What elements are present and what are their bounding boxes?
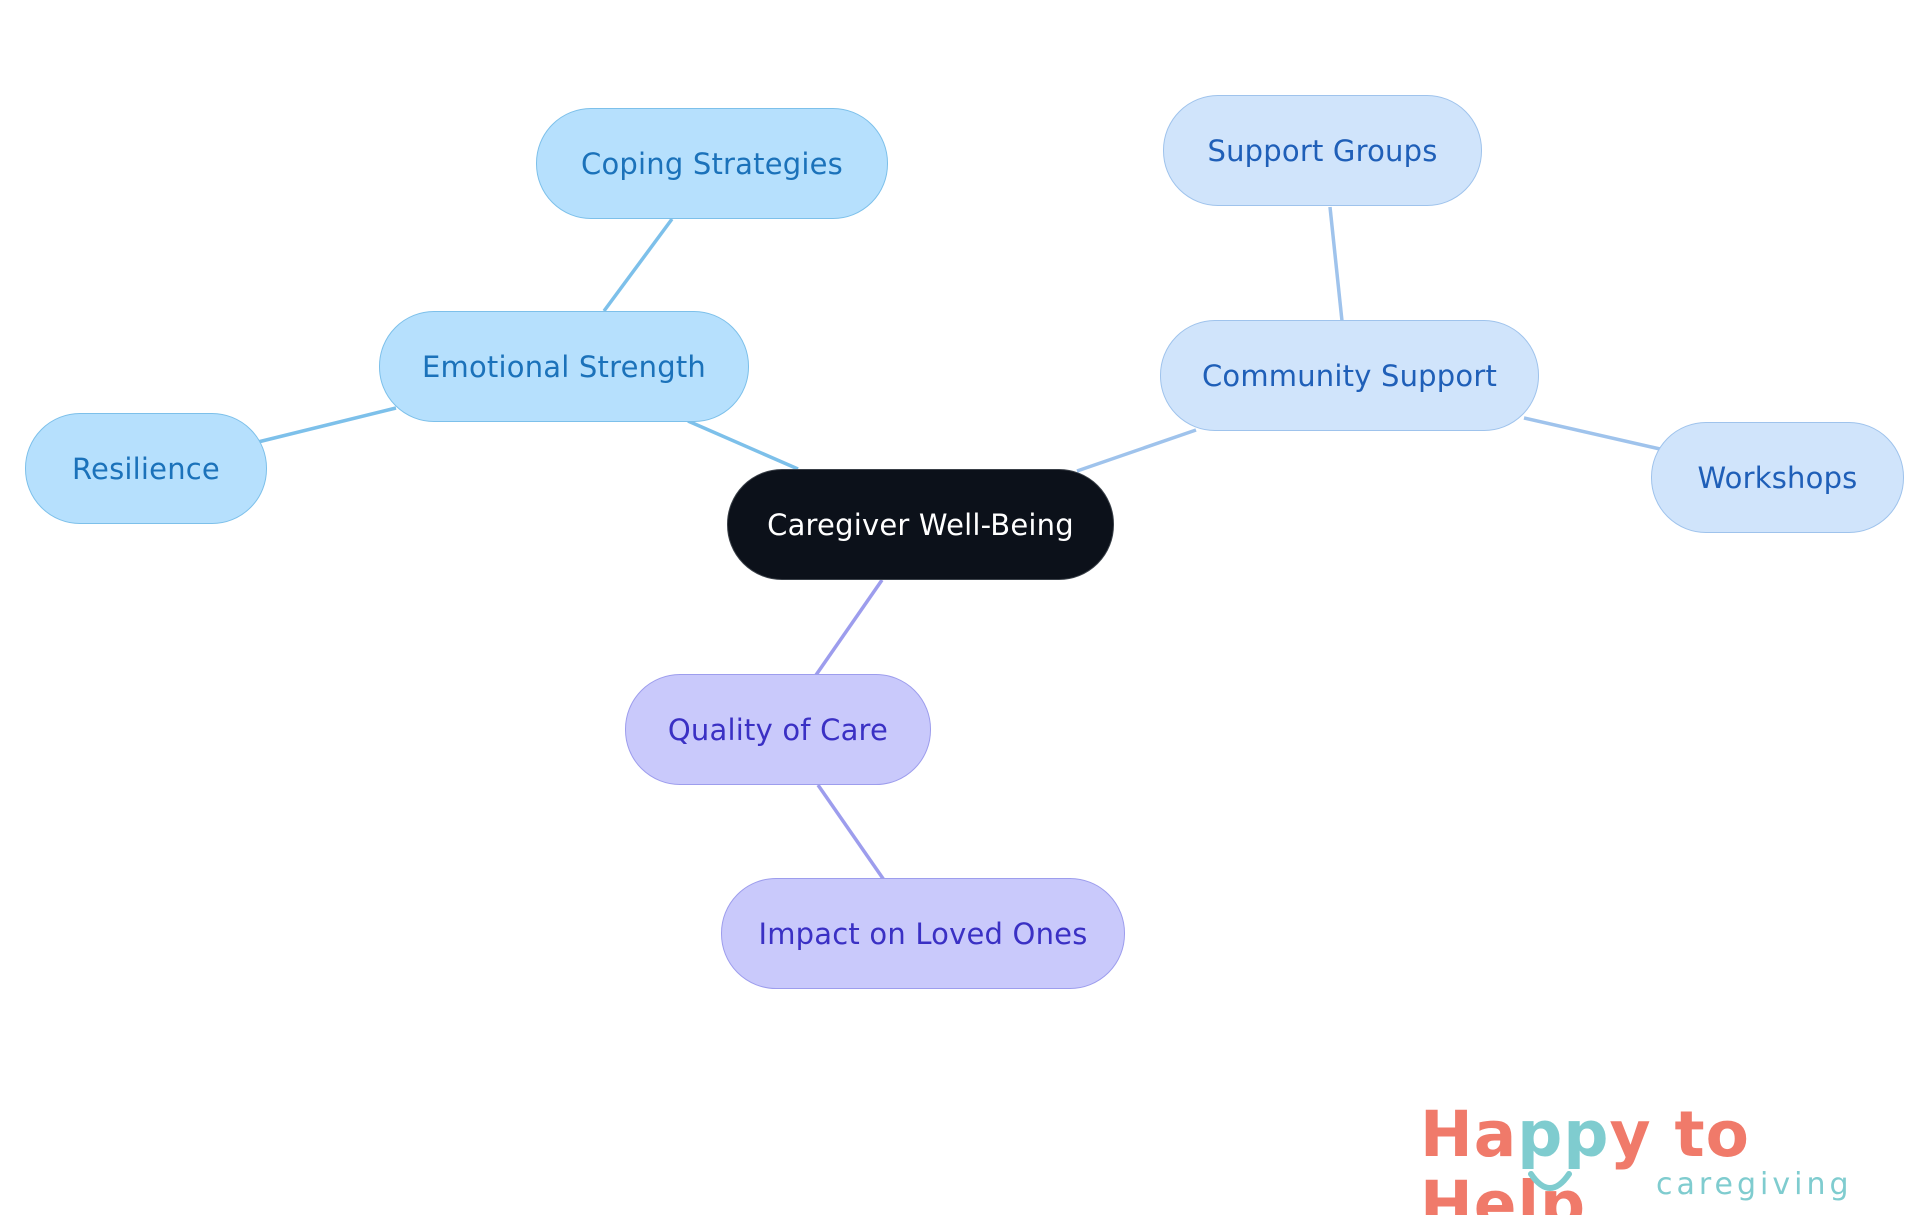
edge-root-community: [1076, 428, 1197, 473]
edge-community-groups: [1328, 206, 1344, 322]
node-workshops[interactable]: Workshops: [1651, 422, 1904, 533]
node-label: Impact on Loved Ones: [758, 916, 1088, 951]
logo-subtitle: caregiving: [1656, 1167, 1853, 1202]
edge-quality-impact: [816, 784, 886, 881]
node-label: Support Groups: [1207, 133, 1438, 168]
node-resilience[interactable]: Resilience: [25, 413, 267, 524]
edge-community-workshops: [1523, 416, 1661, 451]
node-label: Emotional Strength: [422, 349, 706, 384]
node-emotional-strength[interactable]: Emotional Strength: [379, 311, 749, 422]
node-caregiver-well-being[interactable]: Caregiver Well-Being: [727, 469, 1114, 580]
edge-emotional-resilience: [257, 406, 397, 444]
node-label: Resilience: [72, 451, 220, 486]
edge-root-emotional: [687, 419, 799, 471]
happy-to-help-logo: Happy to Help caregiving: [1420, 1100, 1900, 1215]
smile-icon: [1528, 1171, 1572, 1191]
node-coping-strategies[interactable]: Coping Strategies: [536, 108, 888, 219]
edge-root-quality: [814, 579, 884, 676]
node-label: Community Support: [1201, 358, 1498, 393]
logo-wordmark: Happy to Help: [1420, 1098, 1750, 1215]
node-label: Caregiver Well-Being: [767, 507, 1074, 542]
node-impact-on-loved-ones[interactable]: Impact on Loved Ones: [721, 878, 1125, 989]
node-quality-of-care[interactable]: Quality of Care: [625, 674, 931, 785]
edge-emotional-coping: [602, 217, 674, 313]
node-support-groups[interactable]: Support Groups: [1163, 95, 1482, 206]
node-label: Coping Strategies: [581, 146, 843, 181]
node-label: Quality of Care: [667, 712, 889, 747]
node-label: Workshops: [1697, 460, 1858, 495]
node-community-support[interactable]: Community Support: [1160, 320, 1539, 431]
